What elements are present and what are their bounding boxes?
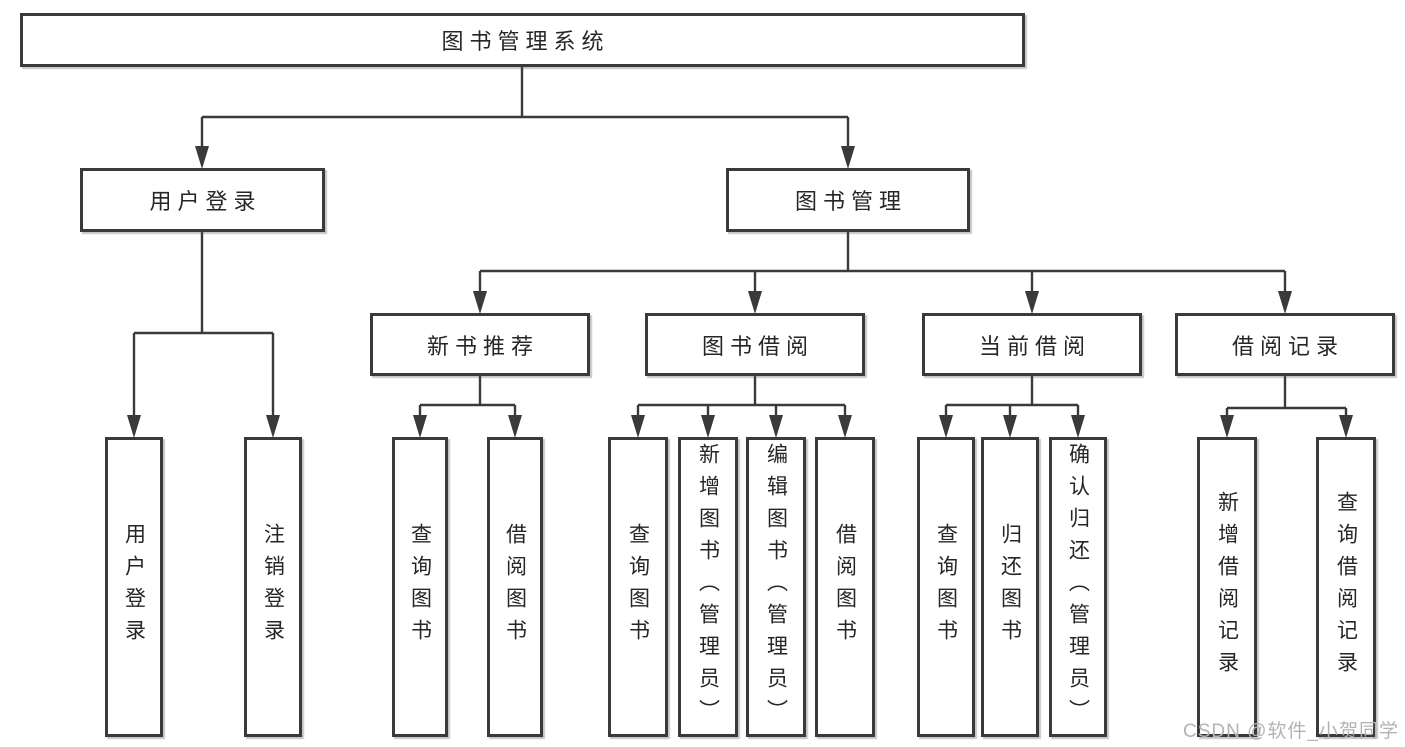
leaf-logout-label: 注销登录 xyxy=(261,523,285,651)
node-book-borrow-label: 图书借阅 xyxy=(701,333,814,359)
leaf-return-book: 归还图书 xyxy=(981,437,1039,737)
leaf-add-borrow-record-label: 新增借阅记录 xyxy=(1215,491,1239,683)
leaf-query-book-recommend-label: 查询图书 xyxy=(408,523,432,651)
leaf-edit-book-admin: 编辑图书（管理员） xyxy=(746,437,806,737)
node-user-login: 用户登录 xyxy=(80,168,325,232)
leaf-return-book-label: 归还图书 xyxy=(998,523,1022,651)
leaf-borrow-book-recommend: 借阅图书 xyxy=(487,437,543,737)
node-book-management: 图书管理 xyxy=(726,168,970,232)
node-user-login-label: 用户登录 xyxy=(149,189,262,214)
node-current-borrow-label: 当前借阅 xyxy=(978,333,1091,359)
leaf-add-book-admin-label: 新增图书（管理员） xyxy=(696,443,720,731)
leaf-query-borrow-record: 查询借阅记录 xyxy=(1316,437,1376,737)
connector-borrow-records-to-leaves xyxy=(1220,375,1353,438)
leaf-edit-book-admin-label: 编辑图书（管理员） xyxy=(764,443,788,731)
leaf-query-book-borrow-label: 查询图书 xyxy=(626,523,650,651)
leaf-logout: 注销登录 xyxy=(244,437,302,737)
node-book-borrow: 图书借阅 xyxy=(645,313,865,376)
connector-book-mgmt-to-level3 xyxy=(473,231,1292,314)
leaf-confirm-return-admin: 确认归还（管理员） xyxy=(1049,437,1107,737)
leaf-add-borrow-record: 新增借阅记录 xyxy=(1197,437,1257,737)
leaf-query-book-recommend: 查询图书 xyxy=(392,437,448,737)
node-new-book-recommend: 新书推荐 xyxy=(370,313,590,376)
csdn-watermark: CSDN @软件_小贺同学 xyxy=(1183,721,1399,742)
connector-new-book-to-leaves xyxy=(413,375,522,438)
leaf-confirm-return-admin-label: 确认归还（管理员） xyxy=(1066,443,1090,731)
node-book-management-label: 图书管理 xyxy=(794,189,907,214)
node-borrow-records-label: 借阅记录 xyxy=(1231,333,1344,359)
node-new-book-recommend-label: 新书推荐 xyxy=(426,333,539,359)
connector-book-borrow-to-leaves xyxy=(631,375,852,438)
node-root-system: 图书管理系统 xyxy=(20,13,1025,67)
connector-root-to-level2 xyxy=(195,67,855,169)
leaf-user-login-label: 用户登录 xyxy=(122,523,146,651)
connector-user-login-to-leaves xyxy=(127,231,280,438)
leaf-query-book-borrow: 查询图书 xyxy=(608,437,668,737)
leaf-borrow-book: 借阅图书 xyxy=(815,437,875,737)
leaf-user-login: 用户登录 xyxy=(105,437,163,737)
leaf-query-borrow-record-label: 查询借阅记录 xyxy=(1334,491,1358,683)
leaf-borrow-book-recommend-label: 借阅图书 xyxy=(503,523,527,651)
node-borrow-records: 借阅记录 xyxy=(1175,313,1395,376)
leaf-query-book-current: 查询图书 xyxy=(917,437,975,737)
leaf-query-book-current-label: 查询图书 xyxy=(934,523,958,651)
connector-current-borrow-to-leaves xyxy=(939,375,1085,438)
node-root-system-label: 图书管理系统 xyxy=(441,29,610,54)
leaf-borrow-book-label: 借阅图书 xyxy=(833,523,857,651)
node-current-borrow: 当前借阅 xyxy=(922,313,1142,376)
leaf-add-book-admin: 新增图书（管理员） xyxy=(678,437,738,737)
